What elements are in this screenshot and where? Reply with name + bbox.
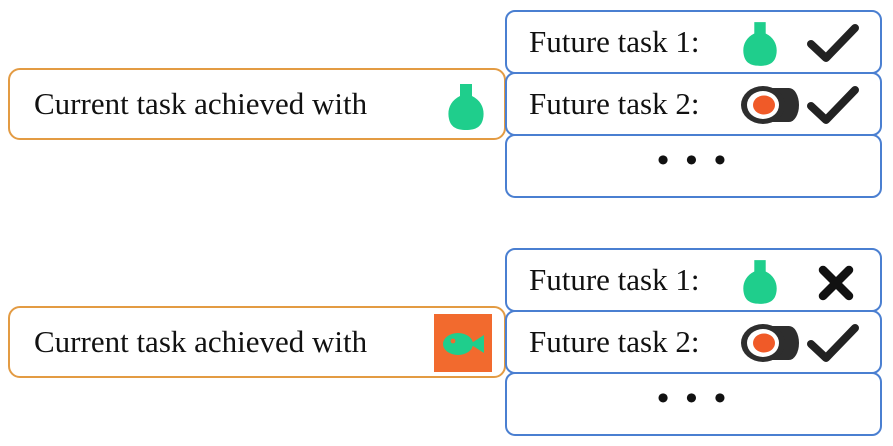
future-task-box-2-more: • • •	[505, 372, 882, 436]
sushi-roll-icon	[741, 86, 799, 124]
future-task-box-1-more: • • •	[505, 134, 882, 198]
future-task-box-2-2: Future task 2:	[505, 310, 882, 374]
green-flask-icon	[448, 84, 484, 130]
green-flask-icon	[743, 260, 777, 304]
check-icon	[807, 86, 859, 124]
green-flask-icon	[743, 22, 777, 66]
future-task-label: Future task 2:	[529, 86, 700, 121]
future-task-label: Future task 1:	[529, 24, 700, 59]
current-task-label: Current task achieved with	[34, 324, 368, 359]
cross-icon	[818, 265, 854, 301]
check-icon	[807, 24, 859, 62]
ellipsis: • • •	[657, 142, 730, 179]
future-task-box-2-1: Future task 1:	[505, 248, 882, 312]
future-task-label: Future task 1:	[529, 262, 700, 297]
ellipsis: • • •	[657, 380, 730, 417]
future-task-box-1-1: Future task 1:	[505, 10, 882, 74]
future-task-label: Future task 2:	[529, 324, 700, 359]
orange-fish-icon	[434, 314, 492, 372]
current-task-box-1: Current task achieved with	[8, 68, 506, 140]
future-task-box-1-2: Future task 2:	[505, 72, 882, 136]
check-icon	[807, 324, 859, 362]
sushi-roll-icon	[741, 324, 799, 362]
current-task-label: Current task achieved with	[34, 86, 368, 121]
current-task-box-2: Current task achieved with	[8, 306, 506, 378]
